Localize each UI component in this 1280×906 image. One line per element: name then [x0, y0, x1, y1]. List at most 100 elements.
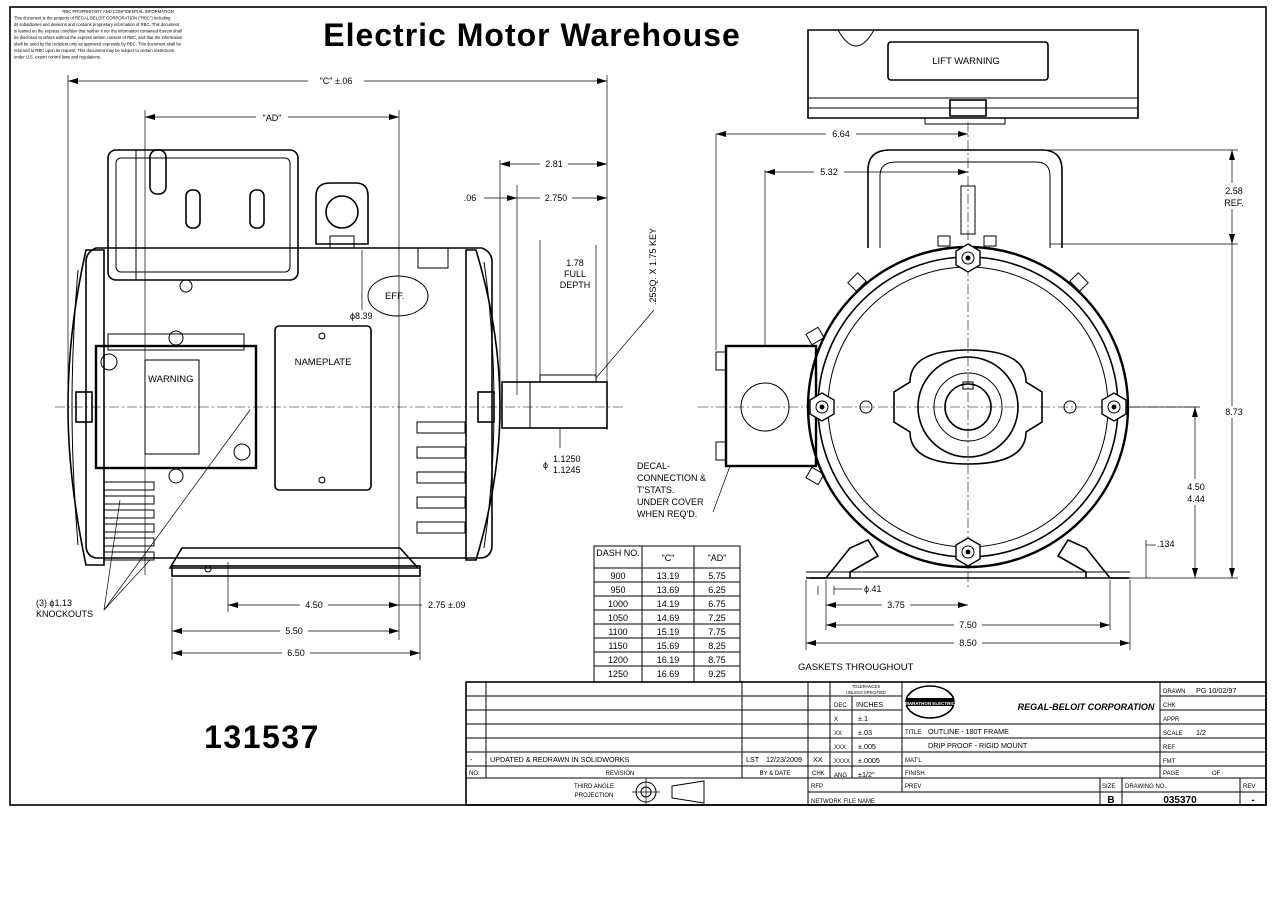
of-label: OF [1212, 771, 1221, 777]
dim-full-depth: 1.78 [566, 258, 584, 268]
table-cell: 13.69 [657, 585, 680, 595]
decal-note: CONNECTION & [637, 473, 706, 483]
tol-value: ±.1 [858, 714, 868, 723]
dim-5-50: 5.50 [285, 626, 303, 636]
table-cell: 14.69 [657, 613, 680, 623]
table-header-dash: DASH NO. [596, 548, 640, 558]
dim-0-06: .06 [464, 193, 477, 203]
side-view: "C" ±.06 "AD" 2.81 .06 2.750 1.78 FULL D… [36, 74, 731, 660]
finish-label: FINISH [905, 771, 925, 777]
part-number: 131537 [204, 719, 320, 755]
table-cell: 900 [610, 571, 625, 581]
dim-c: "C" ±.06 [320, 76, 353, 86]
decal-note: UNDER COVER [637, 497, 704, 507]
size-value: B [1107, 795, 1114, 806]
louvers-right [416, 421, 466, 534]
warning-label: WARNING [148, 374, 194, 385]
dim-2-58: 2.58 [1225, 186, 1243, 196]
rev-date: 12/23/2009 [766, 755, 802, 764]
rev-chk: XX [813, 755, 823, 764]
dim-2-75: 2.75 ±.09 [428, 600, 465, 610]
rev-description: UPDATED & REDRAWN IN SOLIDWORKS [490, 755, 630, 764]
decal-note: WHEN REQ'D. [637, 509, 697, 519]
tol-value: ±1/2° [858, 770, 875, 779]
drawing-number: 035370 [1163, 795, 1197, 806]
table-cell: 1100 [608, 627, 627, 637]
table-cell: 16.69 [657, 669, 680, 679]
table-cell: 1050 [608, 613, 628, 623]
table-cell: 15.69 [657, 641, 680, 651]
dim-dia-8-39: ϕ8.39 [350, 311, 373, 321]
dim-4-50-end: 4.50 [1187, 482, 1205, 492]
tol-type: XXXX [834, 759, 850, 765]
dim-8-73: 8.73 [1225, 407, 1243, 417]
bolt-left [809, 392, 835, 422]
shaft-dia-max: 1.1250 [553, 454, 581, 464]
table-cell: 1000 [608, 599, 628, 609]
logo-text: MARATHON ELECTRIC [905, 701, 955, 706]
notice-heading: RBC PROPRIETARY AND CONFIDENTIAL INFORMA… [62, 9, 173, 14]
tol-type: XXX [834, 745, 846, 751]
appr-label: APPR [1163, 717, 1180, 723]
gaskets-note: GASKETS THROUGHOUT [798, 662, 914, 673]
dim-4-50-side: 4.50 [305, 600, 323, 610]
tol-dec: DEC [834, 703, 847, 709]
ref-label: REF [1163, 745, 1175, 751]
notice-line: is loaned on the express condition that … [14, 29, 182, 34]
shaft-dia-min: 1.1245 [553, 465, 581, 475]
key-callout: .25SQ. X 1.75 KEY [648, 228, 658, 305]
table-cell: 16.19 [657, 655, 680, 665]
table-header-ad: "AD" [708, 553, 727, 563]
notice-line: under U.S. export control laws and regul… [14, 55, 101, 60]
page-label: PAGE [1163, 771, 1179, 777]
col-no: NO. [469, 771, 480, 777]
nameplate-label: NAMEPLATE [295, 357, 352, 368]
table-cell: 14.19 [657, 599, 680, 609]
projection-symbol [632, 778, 705, 806]
bolt-bottom [955, 537, 981, 567]
dim-4-44-end: 4.44 [1187, 494, 1205, 504]
notice-line: This document is the property of REGAL B… [14, 16, 171, 21]
drawing-no-label: DRAWING NO. [1125, 784, 1166, 790]
company-name: REGAL-BELOIT CORPORATION [1018, 702, 1155, 712]
dim-0-134: .134 [1157, 539, 1175, 549]
table-cell: 6.25 [708, 585, 726, 595]
notice-line: shall be used by the recipient only as a… [14, 42, 182, 47]
table-cell: 7.25 [708, 613, 726, 623]
tol-type: X [834, 717, 838, 723]
col-revision: REVISION [606, 771, 635, 777]
decal-note: DECAL- [637, 461, 670, 471]
rev-by: LST [746, 755, 760, 764]
tolerances-heading: TOLERANCES [852, 684, 881, 689]
dim-ad: "AD" [263, 113, 282, 123]
dim-full-depth: FULL [564, 269, 586, 279]
page-title: Electric Motor Warehouse [323, 17, 741, 53]
notice-line: its subsidiaries and divisions and conta… [14, 22, 180, 27]
table-cell: 8.25 [708, 641, 726, 651]
title-line-2: DRIP PROOF - RIGID MOUNT [928, 741, 1028, 750]
dim-2-81: 2.81 [545, 159, 563, 169]
tol-value: ±.03 [858, 728, 872, 737]
table-cell: 1200 [608, 655, 628, 665]
eff-label: EFF. [385, 291, 405, 302]
title-block: - UPDATED & REDRAWN IN SOLIDWORKS LST 12… [465, 681, 1267, 806]
decal-note: T'STATS. [637, 485, 674, 495]
table-cell: 15.19 [657, 627, 680, 637]
bolt-top [937, 235, 997, 273]
title-line-1: OUTLINE - 180T FRAME [928, 727, 1009, 736]
chk-label: CHK [1163, 703, 1176, 709]
notice-line: be disclosed to others without the expre… [14, 35, 183, 40]
title-label: TITLE [905, 730, 921, 736]
bolt-right [1101, 392, 1127, 422]
proprietary-notice: RBC PROPRIETARY AND CONFIDENTIAL INFORMA… [14, 9, 183, 60]
tol-inches: INCHES [856, 700, 883, 709]
scale-value: 1/2 [1196, 728, 1206, 737]
size-label: SIZE [1102, 784, 1115, 790]
table-cell: 950 [610, 585, 625, 595]
sheet-border [9, 6, 1267, 806]
tol-type: ANG [834, 773, 847, 779]
drawn-value: PG 10/02/97 [1196, 686, 1236, 695]
rev-dash: - [470, 755, 473, 764]
tol-value: ±.005 [858, 742, 876, 751]
table-cell: 9.25 [708, 669, 726, 679]
